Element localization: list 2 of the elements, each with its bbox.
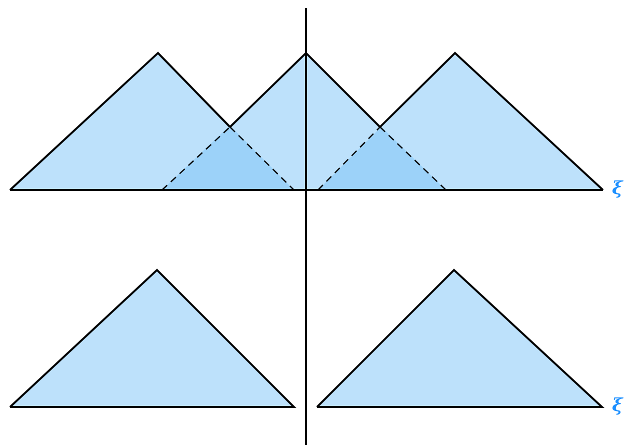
axis-label: ξ [612, 397, 623, 415]
axis-label: ξ [612, 180, 623, 198]
